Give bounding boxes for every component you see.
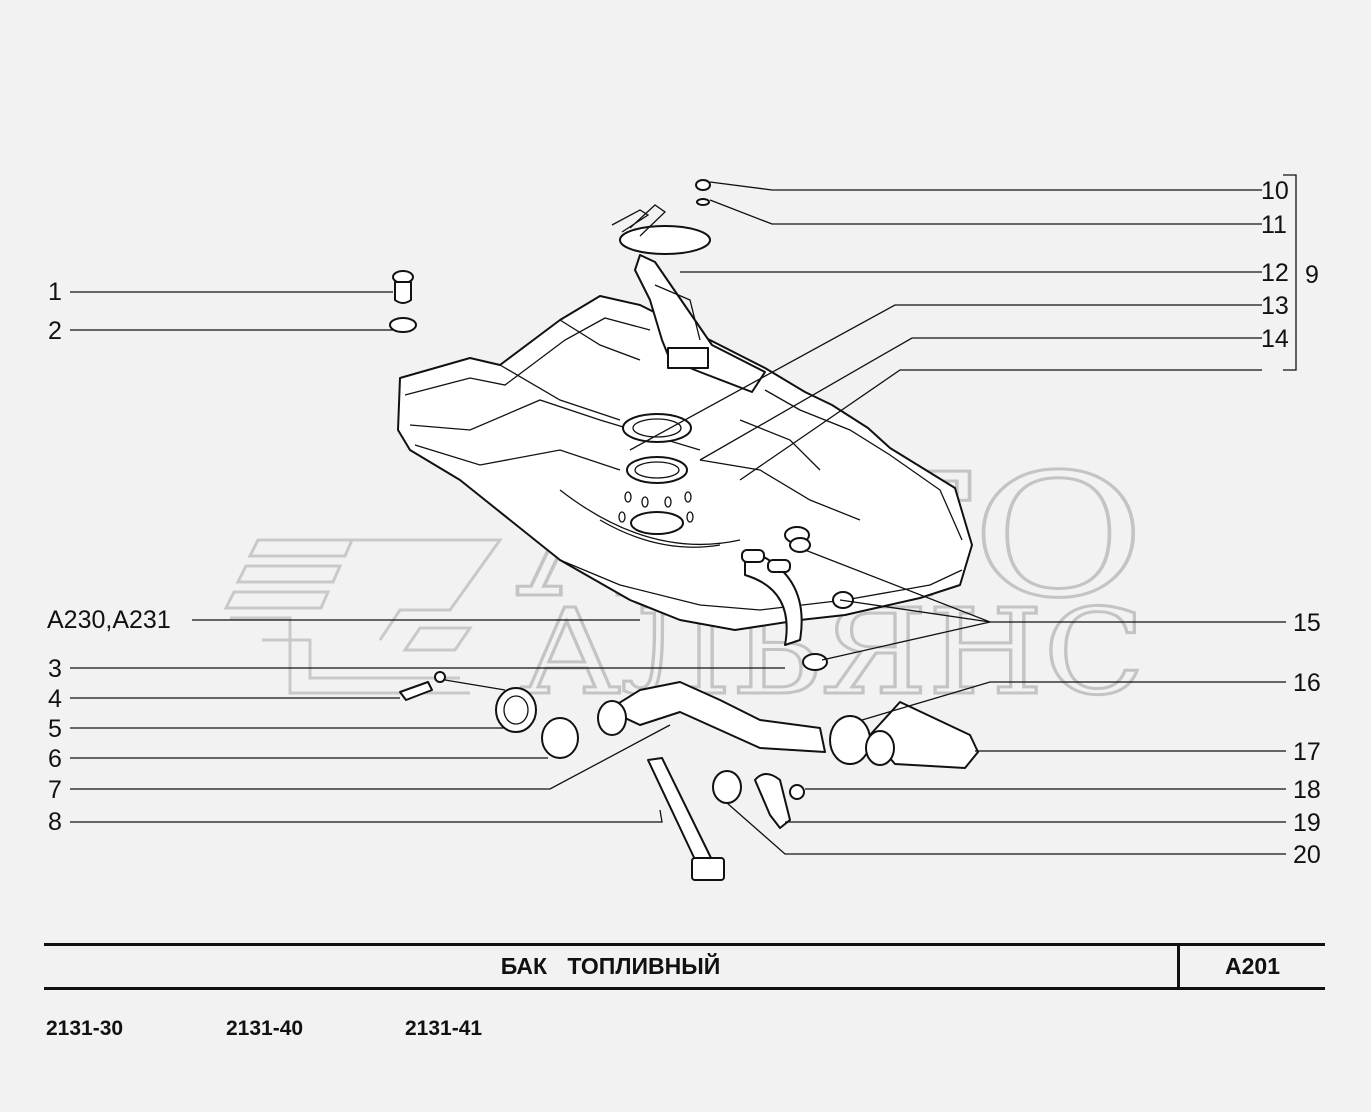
callout-2: 2 bbox=[48, 317, 62, 345]
page-title: БАК ТОПЛИВНЫЙ bbox=[500, 953, 721, 979]
callout-11: 11 bbox=[1261, 211, 1287, 239]
diagram-code: A201 bbox=[1225, 953, 1280, 979]
model-label: 2131-41 bbox=[405, 1017, 483, 1040]
callout-3: 3 bbox=[48, 655, 62, 683]
callout-6: 6 bbox=[48, 745, 62, 773]
callout-4: 4 bbox=[48, 685, 62, 713]
callout-5: 5 bbox=[48, 715, 62, 743]
washer bbox=[389, 317, 417, 333]
fuel-pump-module bbox=[611, 179, 766, 393]
callout-ref: A230,A231 bbox=[47, 606, 171, 634]
callout-9: 9 bbox=[1305, 261, 1319, 289]
title-block-top-rule bbox=[44, 943, 1325, 946]
title-block-divider bbox=[1177, 946, 1180, 987]
fuel-tank bbox=[397, 295, 973, 631]
callout-20: 20 bbox=[1293, 841, 1321, 869]
clamps bbox=[712, 770, 805, 829]
callout-8: 8 bbox=[48, 808, 62, 836]
callout-labels: 1 2 A230,A231 3 4 5 6 7 8 10 11 12 9 13 … bbox=[47, 177, 1321, 869]
callout-19: 19 bbox=[1293, 809, 1321, 837]
callout-14: 14 bbox=[1261, 325, 1289, 353]
filler-parts bbox=[399, 671, 826, 881]
callout-16: 16 bbox=[1293, 669, 1321, 697]
callout-13: 13 bbox=[1261, 292, 1289, 320]
callout-7: 7 bbox=[48, 776, 62, 804]
title-block-bottom-rule bbox=[44, 987, 1325, 990]
leader-lines bbox=[70, 174, 1297, 855]
callout-15: 15 bbox=[1293, 609, 1321, 637]
vent-hoses bbox=[741, 526, 979, 769]
callout-1: 1 bbox=[48, 278, 62, 306]
model-label: 2131-40 bbox=[226, 1017, 304, 1040]
bolt bbox=[392, 270, 414, 304]
callout-10: 10 bbox=[1261, 177, 1289, 205]
callout-18: 18 bbox=[1293, 776, 1321, 804]
callout-12: 12 bbox=[1261, 259, 1289, 287]
callout-17: 17 bbox=[1293, 738, 1321, 766]
model-label: 2131-30 bbox=[46, 1017, 124, 1040]
